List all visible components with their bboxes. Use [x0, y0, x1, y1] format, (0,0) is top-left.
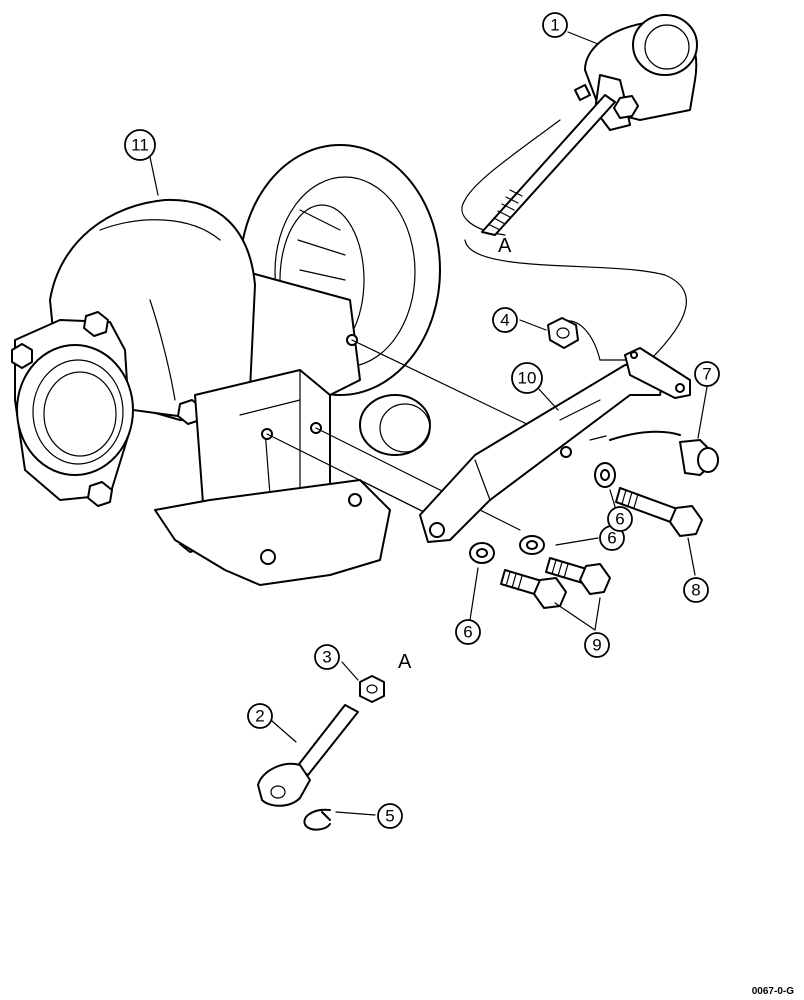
svg-text:2: 2 [255, 707, 264, 726]
svg-text:7: 7 [702, 365, 711, 384]
svg-text:4: 4 [500, 311, 509, 330]
drawing-code: 0067-0-G [752, 986, 794, 997]
svg-text:6: 6 [463, 623, 472, 642]
retaining-clip [303, 808, 331, 831]
svg-text:11: 11 [131, 136, 149, 155]
callout-1: 1 [542, 12, 568, 38]
callout-6-left: 6 [455, 619, 481, 645]
bolt-8 [615, 487, 703, 537]
callout-3: 3 [314, 644, 340, 670]
nut-4 [547, 317, 579, 349]
svg-text:1: 1 [550, 16, 559, 35]
callout-6-middle: 6 [599, 525, 625, 551]
leader-lines [149, 31, 708, 816]
nut-3 [359, 675, 385, 703]
turbocharger-assembly [11, 144, 441, 586]
bolts-9 [500, 557, 611, 609]
reference-label-a-bottom: A [398, 651, 412, 673]
wastegate-lever-bracket [419, 347, 691, 543]
callout-5: 5 [377, 803, 403, 829]
svg-text:10: 10 [518, 369, 537, 388]
svg-text:8: 8 [691, 581, 700, 600]
callout-8: 8 [683, 577, 709, 603]
reference-label-a-top: A [498, 235, 512, 257]
callout-9: 9 [584, 632, 610, 658]
svg-text:6: 6 [615, 510, 624, 529]
svg-text:3: 3 [322, 648, 331, 667]
spacer [679, 439, 719, 476]
callout-10: 10 [511, 362, 543, 394]
svg-text:9: 9 [592, 636, 601, 655]
wastegate-actuator [481, 14, 698, 236]
callout-11: 11 [124, 129, 156, 161]
washers [469, 462, 616, 564]
svg-text:5: 5 [385, 807, 394, 826]
callout-7: 7 [694, 361, 720, 387]
callout-6-upper: 6 [607, 506, 633, 532]
rod-end [257, 704, 359, 807]
callout-2: 2 [247, 703, 273, 729]
svg-text:6: 6 [607, 529, 616, 548]
callout-4: 4 [492, 307, 518, 333]
